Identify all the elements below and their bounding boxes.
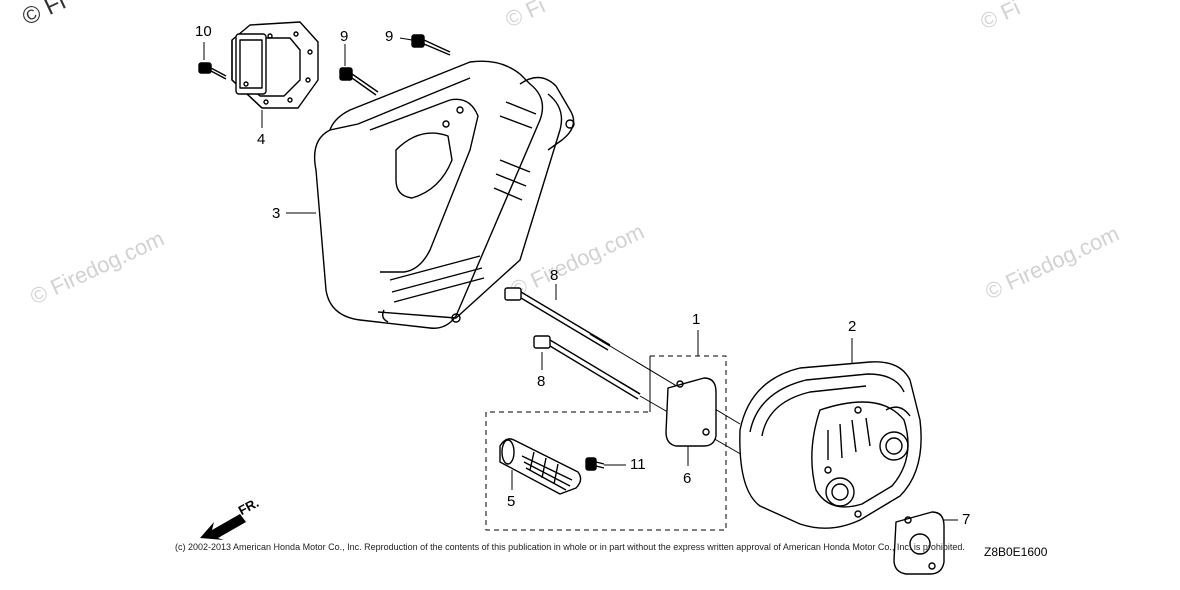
callout-10: 10 <box>195 23 212 40</box>
part-2-muffler <box>739 361 922 529</box>
callout-11: 11 <box>630 456 646 473</box>
part-4-protector <box>231 21 319 109</box>
part-5-spark-arrester <box>499 438 582 495</box>
stud-bolt-8-lower <box>533 335 641 400</box>
part-3-muffler-cover <box>313 60 575 329</box>
callout-2: 2 <box>848 318 857 335</box>
part-6-gasket <box>665 377 717 447</box>
callout-8-upper: 8 <box>550 267 559 284</box>
bolt-10 <box>198 62 227 80</box>
kit-boundary-1 <box>485 355 727 531</box>
callout-3: 3 <box>272 205 281 222</box>
screw-11 <box>585 457 605 471</box>
callout-8-lower: 8 <box>537 373 546 390</box>
diagram-code: Z8B0E1600 <box>984 545 1048 559</box>
leader-lines <box>203 37 958 521</box>
stud-bolt-8-upper <box>504 287 611 351</box>
bolt-9-top <box>411 34 451 56</box>
callout-1: 1 <box>692 311 701 328</box>
callout-5: 5 <box>507 493 516 510</box>
callout-4: 4 <box>257 131 266 148</box>
part-7-gasket <box>893 511 945 575</box>
callout-7: 7 <box>962 511 971 528</box>
callout-6: 6 <box>683 470 692 487</box>
front-arrow <box>200 514 246 540</box>
callout-9-top: 9 <box>385 28 394 45</box>
bolt-9-left <box>339 67 379 96</box>
copyright-notice: (c) 2002-2013 American Honda Motor Co., … <box>175 542 965 552</box>
callout-9-left: 9 <box>340 28 349 45</box>
